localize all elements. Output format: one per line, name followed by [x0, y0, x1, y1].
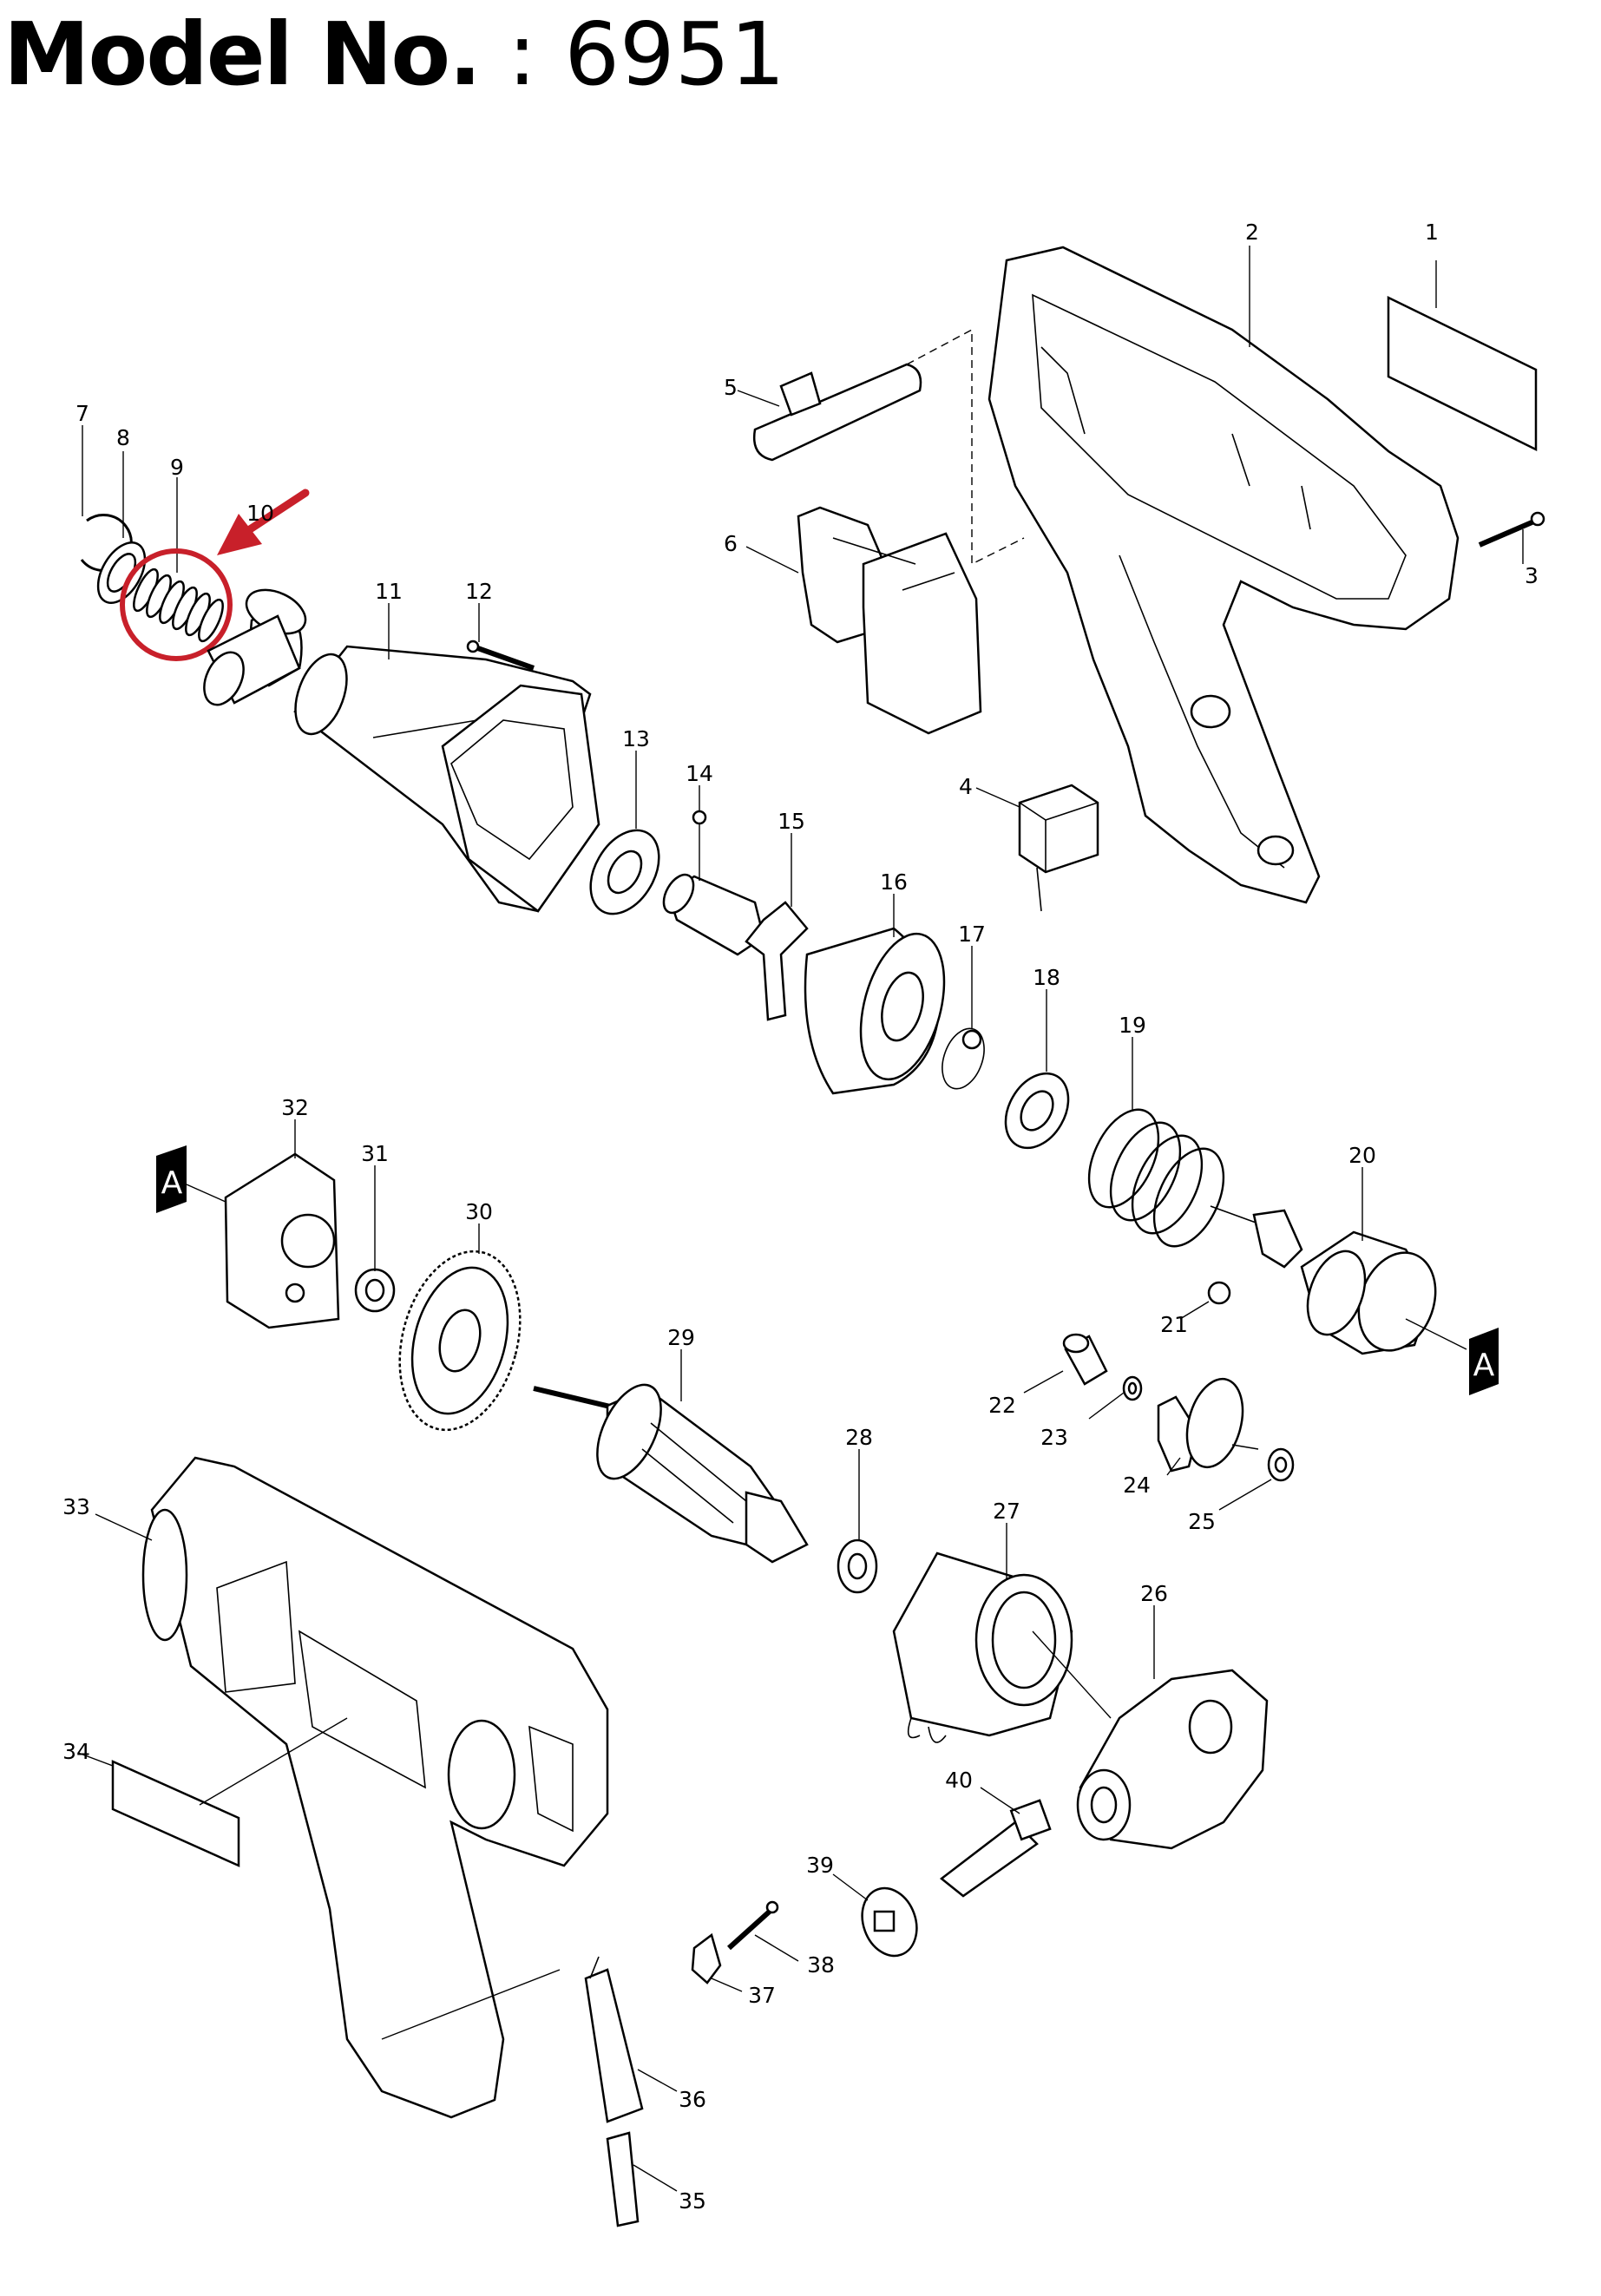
- part-22-sleeve: [1023, 1333, 1108, 1394]
- part-17-ball: [942, 946, 985, 1090]
- part-label-8: 8: [116, 425, 130, 450]
- part-2-housing-half: [988, 246, 1460, 904]
- model-separator: :: [507, 3, 537, 105]
- part-label-4: 4: [959, 774, 973, 799]
- part-32-bearing-retainer: [224, 1119, 340, 1329]
- part-25-washer: [1218, 1447, 1295, 1511]
- part-label-20: 20: [1348, 1143, 1376, 1168]
- part-12-screw: [466, 603, 535, 671]
- part-18-washer: [1004, 989, 1070, 1150]
- part-label-23: 23: [1040, 1425, 1068, 1450]
- part-label-37: 37: [748, 1983, 776, 2008]
- part-11-gear-housing: [293, 603, 600, 913]
- part-19-spring: [1087, 1037, 1225, 1248]
- marker-a-right: [1405, 1318, 1499, 1395]
- part-26-brush-holder: [1032, 1605, 1269, 1850]
- part-label-35: 35: [679, 2188, 706, 2214]
- part-23-washer: [1088, 1375, 1143, 1420]
- part-21-steel-ball: [1179, 1281, 1231, 1320]
- part-36-cord-guard: [584, 1956, 678, 2123]
- part-label-19: 19: [1119, 1013, 1146, 1038]
- part-label-6: 6: [724, 531, 738, 556]
- part-label-12: 12: [465, 579, 493, 604]
- part-label-24: 24: [1123, 1473, 1151, 1498]
- part-label-10: 10: [246, 501, 274, 526]
- marker-a-left-label: A: [161, 1165, 183, 1201]
- part-24-gear: [1157, 1377, 1259, 1476]
- part-label-27: 27: [993, 1499, 1020, 1524]
- part-35-cord: [606, 2131, 678, 2227]
- part-label-31: 31: [361, 1141, 389, 1166]
- part-31-bearing: [354, 1165, 396, 1313]
- part-label-21: 21: [1160, 1312, 1188, 1337]
- part-label-7: 7: [75, 401, 89, 426]
- part-8-washer: [96, 451, 147, 604]
- part-40-carbon-brush: [939, 1787, 1052, 1898]
- part-label-22: 22: [988, 1393, 1016, 1418]
- part-39-brush-cap: [832, 1873, 918, 1958]
- highlight-circle: [120, 548, 233, 661]
- part-labels: 1 2 3 4 5 6 7 8 9 10 11 12 13 14 15 16 1…: [62, 220, 1539, 2214]
- part-label-9: 9: [170, 455, 184, 480]
- part-label-25: 25: [1188, 1509, 1216, 1534]
- part-10-sleeve: [203, 588, 307, 706]
- part-5-switch-lever: [737, 328, 1025, 566]
- part-label-40: 40: [945, 1768, 973, 1793]
- part-label-13: 13: [622, 726, 650, 751]
- part-28-bearing: [837, 1449, 878, 1594]
- part-6-switch: [745, 506, 982, 735]
- part-label-26: 26: [1140, 1581, 1168, 1606]
- part-label-17: 17: [958, 922, 986, 947]
- part-37-cord-clamp: [691, 1932, 743, 1992]
- part-label-14: 14: [686, 761, 713, 786]
- marker-a-right-label: A: [1473, 1348, 1495, 1383]
- part-label-16: 16: [880, 869, 908, 895]
- highlight-arrow: [217, 489, 310, 555]
- part-label-36: 36: [679, 2087, 706, 2112]
- part-label-28: 28: [845, 1425, 873, 1450]
- part-33-housing-set: [95, 1456, 609, 2119]
- part-14-spindle: [662, 785, 765, 956]
- part-27-field: [892, 1523, 1073, 1743]
- model-title: Model No. : 6951: [3, 7, 785, 102]
- part-38-screw: [726, 1900, 799, 1962]
- part-20-drive-assembly: [1210, 1167, 1437, 1355]
- model-label: Model No.: [3, 3, 482, 105]
- part-15-key: [745, 833, 809, 1021]
- part-label-34: 34: [62, 1739, 90, 1764]
- part-29-armature: [533, 1349, 809, 1564]
- marker-a-left: [156, 1145, 226, 1213]
- part-label-32: 32: [281, 1095, 309, 1120]
- part-label-2: 2: [1245, 220, 1259, 245]
- part-label-5: 5: [724, 375, 738, 400]
- part-label-15: 15: [778, 809, 805, 834]
- part-label-29: 29: [667, 1325, 695, 1350]
- part-30-gear: [398, 1223, 522, 1432]
- part-label-18: 18: [1033, 965, 1060, 990]
- part-9-spring: [133, 477, 224, 643]
- part-1-label-plate: [1387, 260, 1538, 452]
- part-label-3: 3: [1525, 563, 1539, 588]
- part-label-1: 1: [1425, 220, 1439, 245]
- model-number: 6951: [564, 3, 785, 105]
- part-13-washer: [589, 751, 660, 915]
- part-label-11: 11: [375, 579, 403, 604]
- part-3-screw: [1478, 511, 1545, 564]
- part-16-clutch: [804, 894, 946, 1095]
- part-4-capacitor: [975, 784, 1099, 912]
- part-label-38: 38: [807, 1952, 835, 1978]
- part-label-39: 39: [806, 1853, 834, 1878]
- part-34-nameplate: [77, 1717, 348, 1867]
- part-label-30: 30: [465, 1199, 493, 1224]
- part-label-33: 33: [62, 1494, 90, 1519]
